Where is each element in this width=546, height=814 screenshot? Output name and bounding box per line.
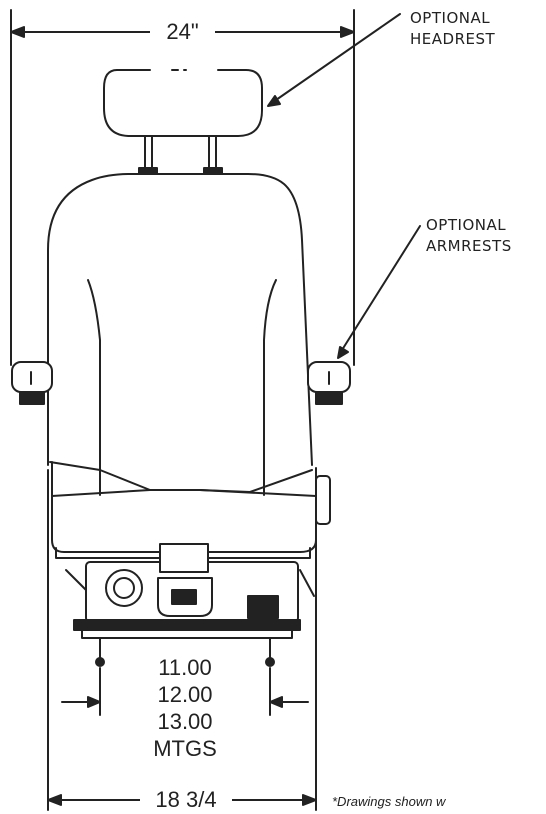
mounting-width-3: 13.00 — [130, 710, 240, 734]
mounting-width-2: 12.00 — [130, 683, 240, 707]
armrest-leader-line — [337, 225, 421, 359]
headrest-callout-line-2: HEADREST — [410, 30, 496, 48]
headrest-callout: OPTIONAL HEADREST — [410, 8, 495, 50]
top-width-label: 24" — [150, 20, 215, 44]
headrest-leader-line — [267, 13, 401, 107]
right-armrest — [307, 361, 351, 405]
headrest — [103, 69, 263, 175]
mounting-widths-label: 11.00 12.00 13.00 MTGS — [130, 656, 240, 761]
armrest-callout-line-1: OPTIONAL — [426, 216, 507, 234]
mounting-width-1: 11.00 — [130, 656, 240, 680]
top-dimension-line — [10, 9, 355, 366]
armrest-callout: OPTIONAL ARMRESTS — [426, 215, 512, 257]
left-armrest — [11, 361, 53, 405]
backrest — [47, 173, 313, 496]
mounting-label: MTGS — [130, 737, 240, 761]
armrest-callout-line-2: ARMRESTS — [426, 237, 512, 255]
base-width-label: 18 3/4 — [140, 788, 232, 812]
footnote: *Drawings shown w — [332, 794, 446, 809]
suspension-base — [65, 543, 315, 667]
headrest-callout-line-1: OPTIONAL — [410, 9, 491, 27]
base-dimension-line — [47, 469, 317, 811]
mounting-dimension-line — [61, 667, 309, 716]
